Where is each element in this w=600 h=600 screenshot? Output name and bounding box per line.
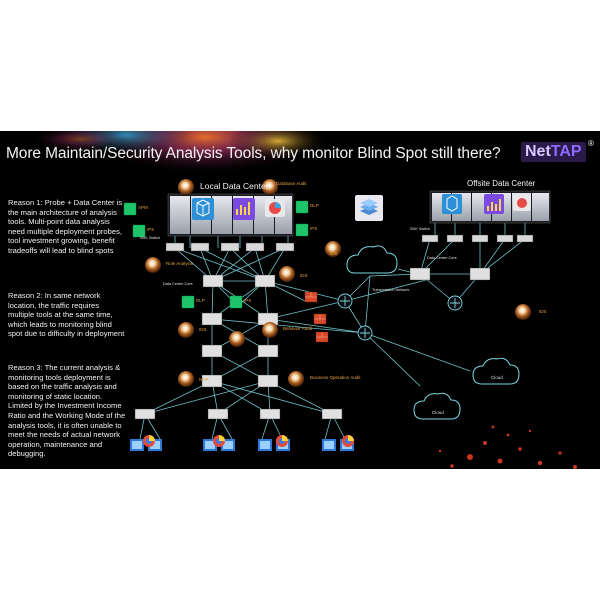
terminal-devices [130,435,354,451]
firewall-brick-lines [305,292,328,338]
color-splash-decoration [30,131,577,469]
cloud-1 [472,357,520,385]
sdk-switch-label: SDK Switch [140,236,160,240]
local-dc-label: Local Data Center [200,181,269,191]
ids-label: IDS [330,251,338,256]
dlp-label-right: DLP [310,203,319,208]
storage-stack-icon [355,195,383,221]
network-topology-diagram: Local Data Center Offsite Data Center Da… [123,179,551,451]
ndr-label: NDR [199,377,209,382]
local-access-switches [165,242,295,252]
offsite-dc-label: Offsite Data Center [467,179,536,188]
cloud-label-2: Cloud [432,410,444,415]
ids-label-offsite: IDS [539,309,547,314]
core-switches [201,267,491,388]
reason-2-text: Reason 2: In same network location, the … [8,291,125,339]
ips-label-right: IPS [310,226,317,231]
role-analysis-label: Role Analysis [166,261,194,266]
bottom-access-switches [134,408,343,420]
logo-part-tap: TAP [550,143,582,160]
sdk-switch-label-2: SDK Switch [410,227,430,231]
green-devices [123,200,309,309]
data-center-core-label: Data Center Core [163,282,193,286]
transmission-network-label: Transmission Network [372,288,410,292]
offsite-server-rack [429,190,551,224]
behavior-audit-label: Behavior Audit [283,326,313,331]
ids-label-3: IDS [199,327,207,332]
probe-devices [145,179,531,387]
reason-1-text: Reason 1: Probe + Data Center is the mai… [8,198,123,255]
transmission-cloud [346,245,398,274]
clouds [346,245,520,420]
reason-3-text: Reason 3: The current analysis & monitor… [8,363,126,459]
dlp-label-mid: DLP [196,298,205,303]
business-operation-audit-label: Business Operation Audit [310,375,361,380]
slide: More Maintain/Security Analysis Tools, w… [0,131,600,469]
apm-label: APM [138,205,148,210]
ips-label-mid: IPS [244,298,251,303]
ips-label: IPS [147,227,154,232]
ids-label-2: IDS [300,273,308,278]
cloud-label-1: Cloud [491,375,503,380]
firewalls [304,291,329,343]
registered-mark: ® [588,139,594,148]
slide-title: More Maintain/Security Analysis Tools, w… [6,145,501,162]
nettap-logo: NetTAP [521,142,586,162]
logo-part-net: Net [525,143,551,160]
routers [337,293,463,341]
data-center-core-label-2: Data Center Core [427,256,457,260]
database-audit-label: Database Audit [276,181,307,186]
local-server-rack [167,193,294,237]
offsite-access-switches [421,234,534,243]
cloud-2 [413,392,461,420]
